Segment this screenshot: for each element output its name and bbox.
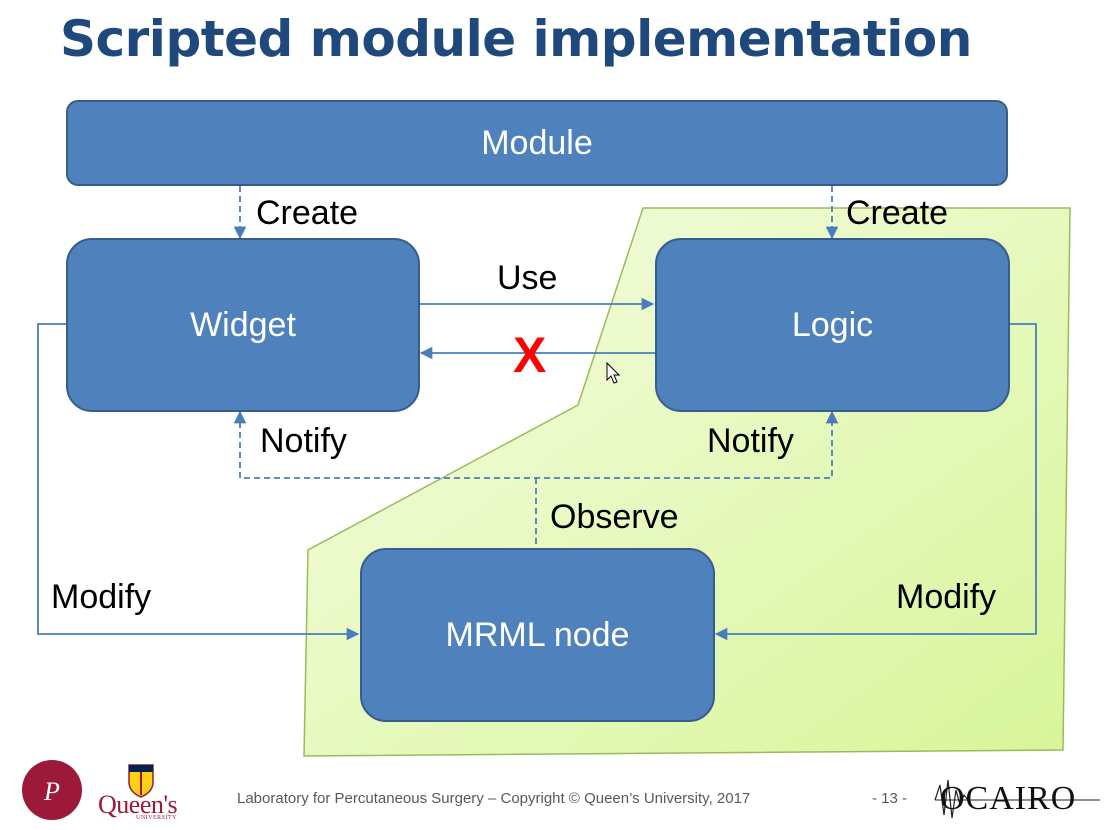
mrml-node-box: MRML node bbox=[360, 548, 715, 722]
notify-label-left: Notify bbox=[260, 422, 347, 460]
observe-label: Observe bbox=[550, 498, 679, 536]
logic-label: Logic bbox=[791, 305, 874, 344]
queens-logo-text: Queen's bbox=[98, 790, 178, 819]
slide-title: Scripted module implementation bbox=[60, 10, 972, 68]
create-label-left: Create bbox=[256, 194, 359, 232]
page-number: - 13 - bbox=[872, 790, 908, 807]
modify-arrow-right bbox=[714, 323, 1037, 641]
perk-logo-icon: P bbox=[22, 760, 82, 820]
modify-label-left: Modify bbox=[51, 578, 152, 616]
widget-box: Widget bbox=[66, 238, 420, 412]
create-label-right: Create bbox=[846, 194, 949, 232]
footer-copyright: Laboratory for Percutaneous Surgery – Co… bbox=[237, 790, 751, 807]
logic-box: Logic bbox=[655, 238, 1010, 412]
mouse-cursor-icon bbox=[606, 361, 621, 384]
ocairo-logo-text: OCAIRO bbox=[940, 780, 1077, 817]
modify-arrow-left bbox=[37, 323, 360, 641]
forbidden-x-mark: X bbox=[513, 327, 547, 383]
module-label: Module bbox=[481, 123, 593, 162]
use-label: Use bbox=[497, 259, 558, 297]
module-box: Module bbox=[66, 100, 1008, 186]
modify-label-right: Modify bbox=[896, 578, 997, 616]
ocairo-wave-icon bbox=[934, 779, 969, 819]
widget-label: Widget bbox=[190, 305, 296, 344]
mrml-node-label: MRML node bbox=[445, 615, 630, 654]
queens-crest-icon bbox=[128, 764, 154, 798]
svg-text:P: P bbox=[43, 777, 60, 806]
queens-logo-subtext: UNIVERSITY bbox=[136, 815, 177, 821]
notify-label-right: Notify bbox=[707, 422, 794, 460]
